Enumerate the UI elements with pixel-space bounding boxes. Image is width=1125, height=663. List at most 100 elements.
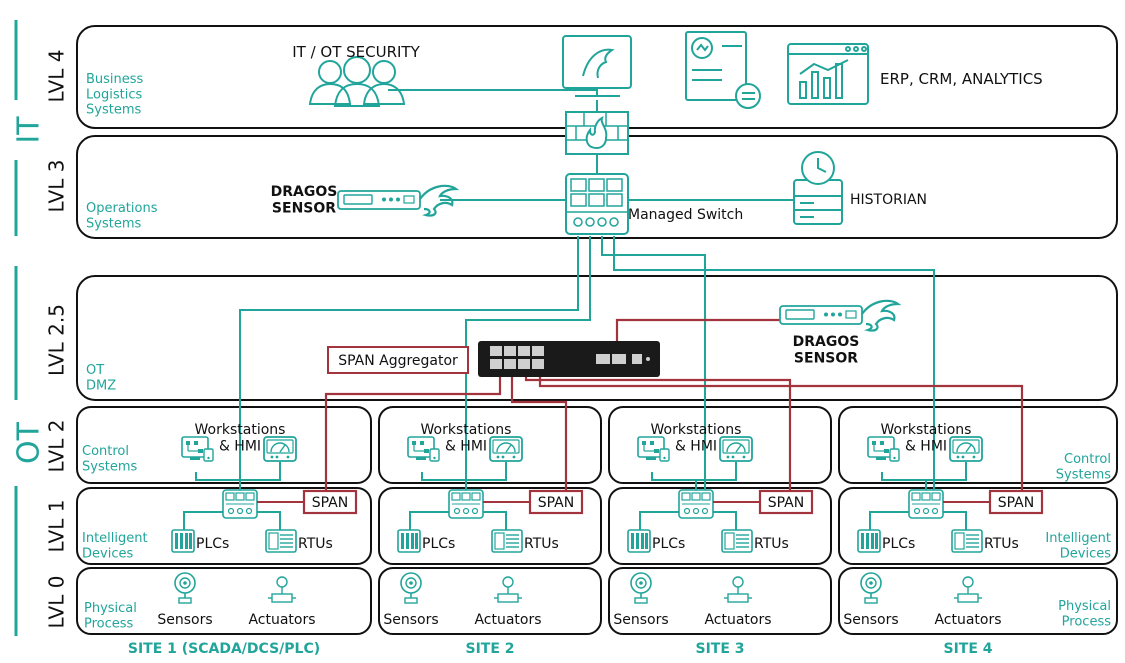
site-label-3: SITE 3 (695, 641, 744, 657)
rtus-label: RTUs (524, 536, 559, 552)
workstations-hmi-label: Workstations& HMI (881, 422, 972, 455)
site-label-4: SITE 4 (943, 641, 992, 657)
sensor-icon (174, 572, 196, 604)
span-label: SPAN (312, 495, 348, 511)
dragos-sensor-icon-dmz (778, 299, 900, 332)
actuators-label: Actuators (704, 612, 771, 628)
site1-level1-box (76, 487, 372, 565)
plc-icon (171, 529, 195, 553)
rtus-label: RTUs (298, 536, 333, 552)
switch-to-site1-link (239, 236, 579, 490)
firewall-icon (565, 111, 629, 155)
site-switch-icon (448, 489, 484, 519)
historian-label: HISTORIAN (850, 192, 927, 208)
security-team-icon (308, 56, 406, 107)
actuators-label: Actuators (474, 612, 541, 628)
site3-level2-box (608, 406, 832, 484)
site4-level1-box (838, 487, 1118, 565)
monitor-icon (562, 35, 632, 97)
actuators-label: Actuators (934, 612, 1001, 628)
sensors-label: Sensors (613, 612, 668, 628)
level-tag-lvl1: LVL 1 (45, 500, 69, 553)
hmi-link (881, 462, 967, 481)
span-site3-link (524, 376, 792, 491)
workstation-icon (181, 436, 214, 462)
site2-level1-box (378, 487, 602, 565)
site1-level0-box (76, 567, 372, 635)
switch-to-site4-link (613, 236, 935, 490)
sensors-label: Sensors (383, 612, 438, 628)
managed-switch-label: Managed Switch (628, 207, 743, 223)
plc-icon (397, 529, 421, 553)
site4-level2-box (838, 406, 1118, 484)
zone-it-label: IT (12, 116, 47, 144)
erp-analytics-icons (685, 31, 869, 109)
sensors-label: Sensors (157, 612, 212, 628)
workstations-hmi-label: Workstations& HMI (651, 422, 742, 455)
site-switch-icon (908, 489, 944, 519)
switch-to-site2-link (465, 236, 591, 490)
erp-crm-analytics-label: ERP, CRM, ANALYTICS (880, 70, 1043, 88)
level-tag-lvl3: LVL 3 (45, 160, 69, 213)
span-site2-link (510, 376, 568, 491)
actuator-icon (723, 576, 753, 603)
actuator-icon (267, 576, 297, 603)
workstation-icon (407, 436, 440, 462)
hmi-link (195, 462, 281, 481)
site-switch-icon (678, 489, 714, 519)
site4-level0-box (838, 567, 1118, 635)
plcs-label: PLCs (882, 536, 915, 552)
zone-labels: IT OT LVL 4 LVL 3 LVL 2.5 LVL 2 LVL 1 LV… (12, 20, 69, 636)
level-25-box (76, 275, 1118, 401)
span-label: SPAN (768, 495, 804, 511)
sensor-icon (860, 572, 882, 604)
actuator-icon (493, 576, 523, 603)
rtu-icon (951, 529, 983, 553)
site2-level0-box (378, 567, 602, 635)
rtu-icon (721, 529, 753, 553)
plcs-label: PLCs (652, 536, 685, 552)
historian-icon (793, 151, 843, 225)
workstations-hmi-label: Workstations& HMI (195, 422, 286, 455)
span-aggregator-label: SPAN Aggregator (338, 353, 458, 369)
site3-level1-box (608, 487, 832, 565)
span-label: SPAN (538, 495, 574, 511)
level-tag-lvl2: LVL 2 (45, 420, 69, 473)
site3-level0-box (608, 567, 832, 635)
workstations-hmi-label: Workstations& HMI (421, 422, 512, 455)
zone-ot-label: OT (12, 421, 47, 464)
sensors-label: Sensors (843, 612, 898, 628)
hmi-link (421, 462, 507, 481)
rtu-icon (265, 529, 297, 553)
span-aggregator-box (327, 346, 469, 374)
plcs-label: PLCs (196, 536, 229, 552)
hmi-link (651, 462, 737, 481)
plc-icon (627, 529, 651, 553)
hmi-icon (489, 436, 523, 462)
hmi-icon (719, 436, 753, 462)
site-label-1: SITE 1 (SCADA/DCS/PLC) (128, 641, 320, 657)
aggregator-to-sensor-link (612, 318, 790, 346)
level-tag-lvl4: LVL 4 (45, 50, 69, 103)
site-switch-icon (222, 489, 258, 519)
rtus-label: RTUs (984, 536, 1019, 552)
span-label: SPAN (998, 495, 1034, 511)
